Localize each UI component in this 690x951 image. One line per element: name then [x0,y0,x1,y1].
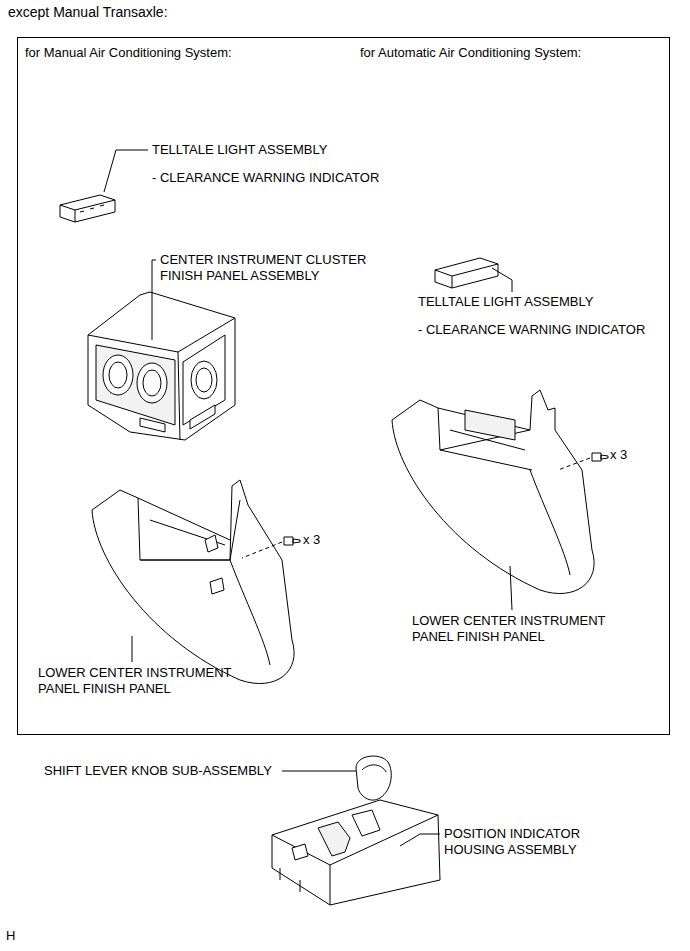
telltale-light-left-part [60,195,115,222]
page-title: except Manual Transaxle: [8,4,168,20]
center-cluster-finish-panel-part [88,318,235,440]
section-frame: for Manual Air Conditioning System: for A… [17,37,670,735]
lower-panel-right-part [530,470,570,575]
section-heading: for Manual Air Conditioning System: [25,45,232,61]
leader-lines-part [492,268,512,292]
center-cluster-finish-panel-part [88,292,235,440]
leader-lines-part [104,150,148,192]
quantity: x 3 [303,532,320,548]
leader-lines-part [510,566,512,610]
shift-lever-knob-part [362,765,386,772]
part-note: - CLEARANCE WARNING INDICATOR [418,322,645,338]
center-cluster-finish-panel [88,292,235,440]
lower-panel-left [92,480,294,684]
leader-lines [104,150,512,846]
lower-panel-right [392,390,594,594]
telltale-light-right [435,258,498,288]
lower-panel-left-part [92,480,294,684]
leader-lines-part [152,260,156,340]
center-cluster-finish-panel-part [143,370,161,396]
shift-lever-knob-part [356,756,391,800]
telltale-light-right-part [435,258,498,288]
figure-code: H [6,928,15,944]
part-name: POSITION INDICATOR HOUSING ASSEMBLY [444,826,624,858]
telltale-light-left-part [60,200,115,222]
leader-lines-part [132,636,133,662]
center-cluster-finish-panel-part [140,405,215,432]
part-name: SHIFT LEVER KNOB SUB-ASSEMBLY [44,763,272,779]
center-cluster-finish-panel-part [96,345,175,425]
position-indicator-housing-part [292,844,308,860]
screw-left-part [242,542,282,558]
lower-panel-right-part [392,390,594,594]
part-name: TELLTALE LIGHT ASSEMBLY [418,294,593,310]
position-indicator-housing-part [272,800,440,905]
shift-lever-knob [356,756,391,800]
part-note: - CLEARANCE WARNING INDICATOR [152,170,379,186]
part-name: LOWER CENTER INSTRUMENT PANEL FINISH PAN… [38,665,258,697]
telltale-light-left-part [80,205,104,212]
screw-left [242,537,300,558]
lower-panel-right-part [465,410,515,440]
telltale-light-right-part [435,264,498,288]
screw-right [558,453,608,470]
part-name: LOWER CENTER INSTRUMENT PANEL FINISH PAN… [412,613,632,645]
lower-panel-left-part [205,535,224,594]
center-cluster-finish-panel-part [103,355,133,395]
position-indicator-housing [272,800,440,905]
center-cluster-finish-panel-part [137,363,167,403]
lower-panel-right-part [438,408,532,470]
position-indicator-housing-part [272,815,438,905]
leader-lines-part [400,834,440,846]
lower-panel-left-part [138,498,240,560]
lower-panel-left-part [230,560,270,665]
telltale-light-left [60,195,115,222]
center-cluster-finish-panel-part [196,368,212,392]
part-name: TELLTALE LIGHT ASSEMBLY [152,142,327,158]
screw-right-part [592,453,608,461]
position-indicator-housing-part [352,810,380,836]
screw-right-part [558,458,590,470]
section-heading: for Automatic Air Conditioning System: [360,45,581,61]
screw-left-part [284,537,300,545]
position-indicator-housing-part [280,868,300,892]
part-name: CENTER INSTRUMENT CLUSTER FINISH PANEL A… [160,252,395,284]
quantity: x 3 [610,447,627,463]
center-cluster-finish-panel-part [191,361,217,399]
center-cluster-finish-panel-part [109,362,127,388]
position-indicator-housing-part [318,822,350,856]
leader-lines-part [282,771,356,772]
